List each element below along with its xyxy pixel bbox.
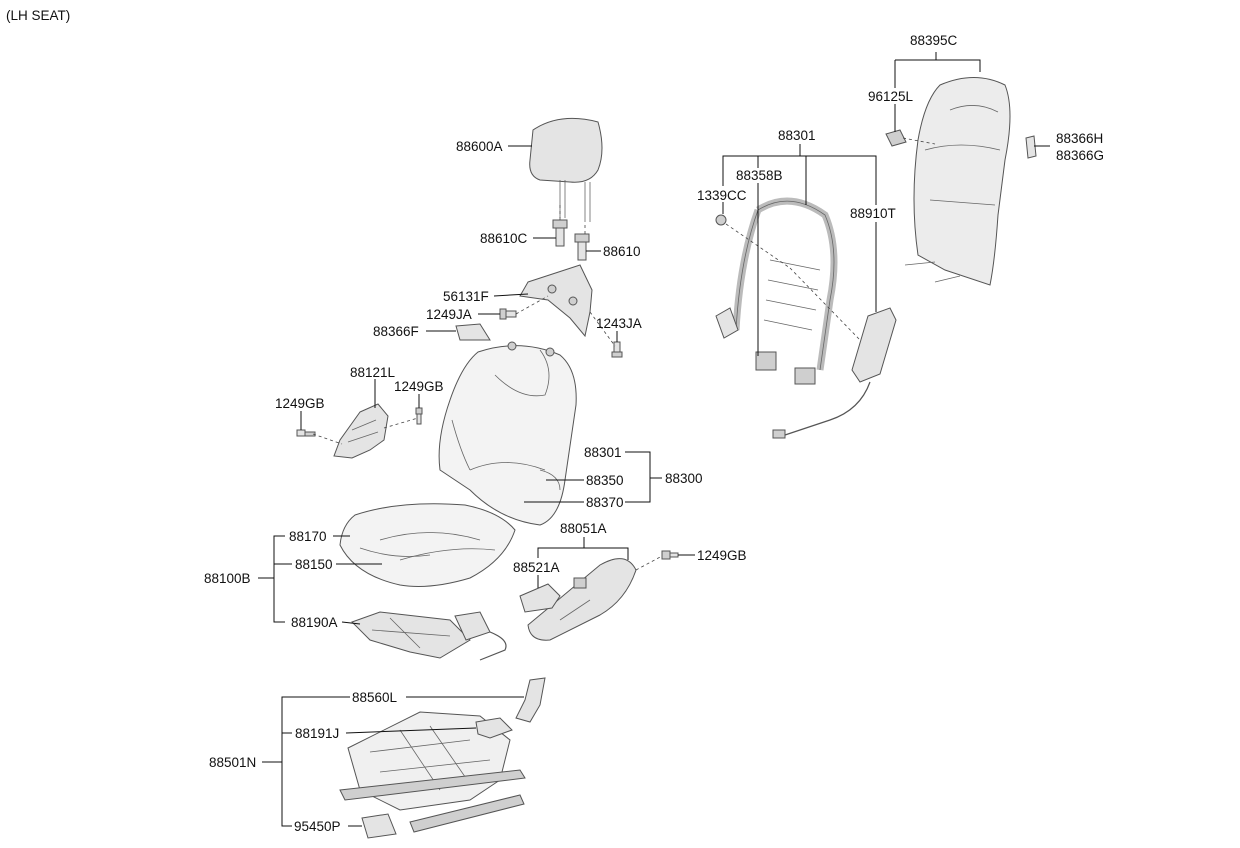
label-1243ja: 1243JA [596, 316, 642, 331]
trim-88366f-drawing [455, 323, 491, 341]
label-88121l: 88121L [350, 365, 396, 380]
label-1249ja: 1249JA [426, 307, 472, 322]
leader-lines [258, 52, 1050, 827]
label-88560l: 88560L [352, 690, 398, 705]
side-airbag-drawing [772, 307, 897, 439]
label-88521a: 88521A [513, 560, 560, 575]
seat-track-drawing [339, 711, 526, 833]
label-88170: 88170 [289, 529, 327, 544]
label-96125l: 96125L [868, 89, 914, 104]
label-1249gb-mid: 1249GB [394, 379, 444, 394]
recliner-handle-drawing [515, 677, 546, 723]
label-88610c: 88610C [480, 231, 528, 246]
label-88190a: 88190A [291, 615, 338, 630]
label-88191j: 88191J [295, 726, 339, 741]
headrest-drawing [529, 117, 603, 222]
nut-1339cc-drawing [715, 214, 727, 226]
label-88610: 88610 [603, 244, 641, 259]
label-88600a: 88600A [456, 139, 503, 154]
seatback-frame-drawing [715, 197, 838, 385]
label-88100b: 88100B [204, 571, 251, 586]
bolt-1243ja-drawing [611, 341, 623, 358]
label-88395c: 88395C [910, 33, 958, 48]
label-1339cc: 1339CC [697, 188, 747, 203]
label-88358b: 88358B [736, 168, 783, 183]
switch-88521a-drawing [519, 583, 561, 613]
label-88301-top: 88301 [778, 128, 816, 143]
label-88370: 88370 [586, 495, 624, 510]
label-88051a: 88051A [560, 521, 607, 536]
label-88350: 88350 [586, 473, 624, 488]
module-88191j-drawing [475, 717, 513, 739]
side-cover-drawing [333, 403, 389, 459]
side-shield-drawing [527, 558, 637, 641]
label-88910t: 88910T [850, 206, 896, 221]
label-88501n: 88501N [209, 755, 256, 770]
headrest-guides-drawing [552, 219, 590, 261]
label-56131f: 56131F [443, 289, 489, 304]
headrest-bracket-drawing [519, 264, 593, 338]
label-1249gb-right: 1249GB [697, 548, 747, 563]
label-88300: 88300 [665, 471, 703, 486]
seat-cushion-drawing [339, 503, 516, 587]
trim-88366h-drawing [1025, 135, 1037, 159]
label-88366f: 88366F [373, 324, 419, 339]
label-1249gb-left: 1249GB [275, 396, 325, 411]
screw-1249ja-drawing [499, 308, 517, 320]
cushion-frame-drawing [351, 611, 507, 661]
label-88366h: 88366H [1056, 131, 1103, 146]
label-88301-mid: 88301 [584, 445, 622, 460]
label-88150: 88150 [295, 557, 333, 572]
seat-side-title: (LH SEAT) [6, 8, 70, 23]
module-95450p-drawing [361, 813, 397, 839]
label-95450p: 95450P [294, 819, 341, 834]
label-88366g: 88366G [1056, 148, 1104, 163]
seatback-panel-drawing [904, 77, 1011, 286]
seatback-cover-drawing [438, 341, 577, 526]
part-labels: 88395C 96125L 88366H 88366G 88301 88358B… [204, 33, 1104, 834]
